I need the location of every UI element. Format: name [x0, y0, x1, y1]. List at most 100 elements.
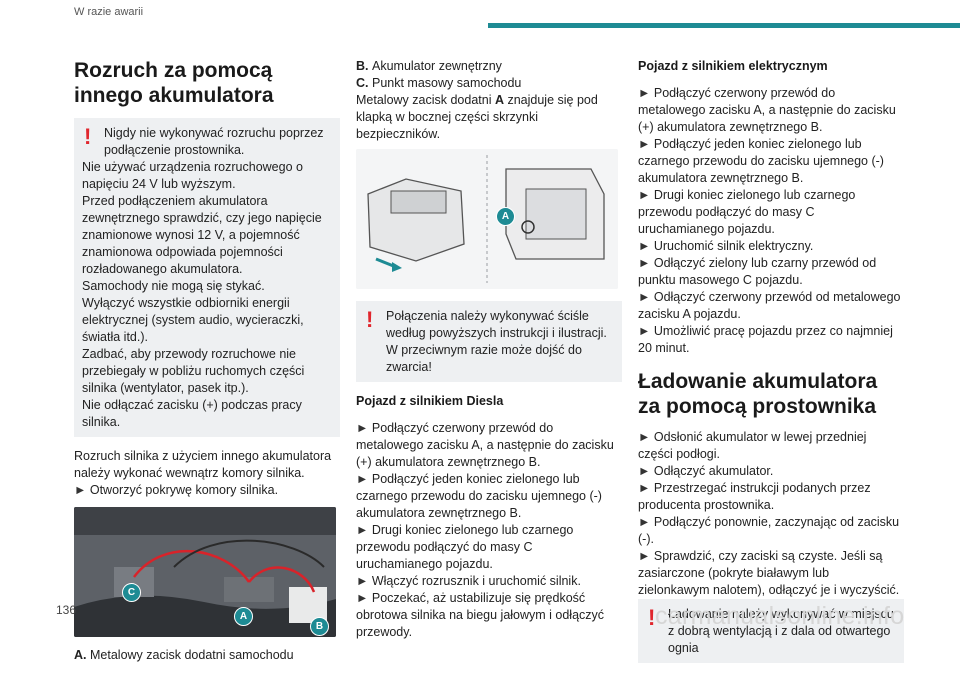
step-item: ► Odłączyć akumulator.	[638, 463, 904, 480]
step-item: ► Włączyć rozrusznik i uruchomić silnik.	[356, 573, 622, 590]
legend-c: C.Punkt masowy samochodu	[356, 75, 622, 92]
step-item: ► Odsłonić akumulator w lewej przedniej …	[638, 429, 904, 463]
arrow-icon: ►	[638, 290, 654, 304]
legend-b: B.Akumulator zewnętrzny	[356, 58, 622, 75]
warning-line: Połączenia należy wykonywać ściśle wedłu…	[386, 309, 607, 374]
step-text: Podłączyć ponownie, zaczynając od zacisk…	[638, 515, 900, 546]
section-header: W razie awarii	[74, 6, 144, 18]
warning-line: Samochody nie mogą się stykać.	[82, 279, 265, 293]
arrow-icon: ►	[638, 188, 654, 202]
step-item: ► Poczekać, aż ustabilizuje się prędkość…	[356, 590, 622, 641]
exclamation-icon: !	[366, 307, 374, 332]
section-title-charging: Ładowanie akumulatora za pomocą prostown…	[638, 370, 878, 418]
arrow-icon: ►	[356, 472, 372, 486]
legend-text: Akumulator zewnętrzny	[372, 59, 502, 73]
legend-text: Metalowy zacisk dodatni samochodu	[90, 648, 294, 662]
watermark-text: carmanualsonline.info	[655, 602, 905, 630]
warning-line: Nie używać urządzenia rozruchowego o nap…	[82, 160, 303, 191]
arrow-icon: ►	[74, 483, 90, 497]
arrow-icon: ►	[356, 574, 372, 588]
warning-line: Zadbać, aby przewody rozruchowe nie prze…	[82, 347, 305, 395]
fusebox-paragraph: Metalowy zacisk dodatni A znajduje się p…	[356, 92, 622, 143]
arrow-icon: ►	[638, 324, 654, 338]
section-title-jump-start: Rozruch za pomocą innego akumulatora	[74, 59, 274, 107]
legend-key: A.	[74, 648, 87, 662]
warning-line: Nie odłączać zacisku (+) podczas pracy s…	[82, 398, 302, 429]
step-text: Włączyć rozrusznik i uruchomić silnik.	[371, 574, 581, 588]
step-item: ► Odłączyć zielony lub czarny przewód od…	[638, 255, 904, 289]
fusebox-diagram: A	[356, 149, 618, 289]
step-text: Podłączyć czerwony przewód do metalowego…	[638, 86, 896, 134]
step-text: Podłączyć jeden koniec zielonego lub cza…	[356, 472, 602, 520]
arrow-icon: ►	[356, 591, 372, 605]
legend-text: Punkt masowy samochodu	[372, 76, 522, 90]
step-text: Odłączyć czerwony przewód od metalowego …	[638, 290, 901, 321]
step-item: ► Drugi koniec zielonego lub czarnego pr…	[638, 187, 904, 238]
step-item: ► Podłączyć jeden koniec zielonego lub c…	[356, 471, 622, 522]
step-text: Drugi koniec zielonego lub czarnego prze…	[356, 523, 574, 571]
engine-bay-photo: C A B	[74, 507, 336, 637]
text-part: Metalowy zacisk dodatni	[356, 93, 495, 107]
column-right: Pojazd z silnikiem elektrycznym ► Podłąc…	[638, 58, 904, 674]
subsection-title-diesel: Pojazd z silnikiem Diesla	[356, 394, 504, 408]
step-text: Otworzyć pokrywę komory silnika.	[89, 483, 279, 497]
arrow-icon: ►	[638, 481, 654, 495]
callout-badge-a: A	[234, 607, 253, 626]
exclamation-icon: !	[84, 124, 92, 149]
text-bold: A	[494, 93, 504, 107]
arrow-icon: ►	[638, 549, 654, 563]
step-item: ► Uruchomić silnik elektryczny.	[638, 238, 904, 255]
warning-box-jump-start: ! Nigdy nie wykonywać rozruchu poprzez p…	[74, 118, 340, 437]
arrow-icon: ►	[638, 256, 654, 270]
arrow-icon: ►	[638, 464, 654, 478]
step-item: ► Przestrzegać instrukcji podanych przez…	[638, 480, 904, 514]
intro-paragraph: Rozruch silnika z użyciem innego akumula…	[74, 449, 332, 480]
step-text: Poczekać, aż ustabilizuje się prędkość o…	[356, 591, 605, 639]
step-text: Sprawdzić, czy zaciski są czyste. Jeśli …	[638, 549, 900, 597]
legend-key: B.	[356, 59, 369, 73]
step-item: ► Otworzyć pokrywę komory silnika.	[74, 482, 340, 499]
subsection-title-electric: Pojazd z silnikiem elektrycznym	[638, 59, 828, 73]
step-text: Drugi koniec zielonego lub czarnego prze…	[638, 188, 856, 236]
step-text: Odłączyć akumulator.	[653, 464, 774, 478]
callout-badge-b: B	[310, 617, 329, 636]
arrow-icon: ►	[638, 515, 654, 529]
arrow-icon: ►	[638, 86, 654, 100]
fusebox-illustration	[356, 149, 618, 289]
arrow-icon: ►	[356, 421, 372, 435]
step-text: Przestrzegać instrukcji podanych przez p…	[638, 481, 871, 512]
callout-badge-c: C	[122, 583, 141, 602]
legend-a: A.Metalowy zacisk dodatni samochodu	[74, 647, 340, 664]
arrow-icon: ►	[638, 137, 654, 151]
step-item: ► Drugi koniec zielonego lub czarnego pr…	[356, 522, 622, 573]
warning-line: Nigdy nie wykonywać rozruchu poprzez pod…	[104, 126, 324, 157]
exclamation-icon: !	[648, 605, 656, 630]
step-item: ► Odłączyć czerwony przewód od metaloweg…	[638, 289, 904, 323]
step-text: Odsłonić akumulator w lewej przedniej cz…	[638, 430, 867, 461]
step-item: ► Umożliwić pracę pojazdu przez co najmn…	[638, 323, 904, 357]
warning-line: Przed podłączeniem akumulatora zewnętrzn…	[82, 194, 322, 276]
step-item: ► Podłączyć ponownie, zaczynając od zaci…	[638, 514, 904, 548]
arrow-icon: ►	[638, 430, 654, 444]
column-middle: B.Akumulator zewnętrzny C.Punkt masowy s…	[356, 58, 622, 641]
legend-key: C.	[356, 76, 369, 90]
step-text: Uruchomić silnik elektryczny.	[653, 239, 814, 253]
engine-bay-illustration	[74, 507, 336, 637]
step-text: Podłączyć jeden koniec zielonego lub cza…	[638, 137, 884, 185]
column-left: Rozruch za pomocą innego akumulatora ! N…	[74, 58, 340, 664]
step-text: Umożliwić pracę pojazdu przez co najmnie…	[638, 324, 893, 355]
warning-box-connections: ! Połączenia należy wykonywać ściśle wed…	[356, 301, 622, 382]
arrow-icon: ►	[638, 239, 654, 253]
step-text: Podłączyć czerwony przewód do metalowego…	[356, 421, 614, 469]
header-accent-bar	[488, 23, 960, 28]
text-part: znajduje się pod klapką w bocznej części…	[356, 93, 598, 141]
step-item: ► Podłączyć czerwony przewód do metalowe…	[638, 85, 904, 136]
arrow-icon: ►	[356, 523, 372, 537]
step-item: ► Podłączyć czerwony przewód do metalowe…	[356, 420, 622, 471]
step-text: Odłączyć zielony lub czarny przewód od p…	[638, 256, 877, 287]
callout-badge-a: A	[496, 207, 515, 226]
page-number: 136	[56, 603, 77, 617]
step-item: ► Sprawdzić, czy zaciski są czyste. Jeśl…	[638, 548, 904, 599]
step-item: ► Podłączyć jeden koniec zielonego lub c…	[638, 136, 904, 187]
warning-line: Wyłączyć wszystkie odbiorniki energii el…	[82, 296, 304, 344]
